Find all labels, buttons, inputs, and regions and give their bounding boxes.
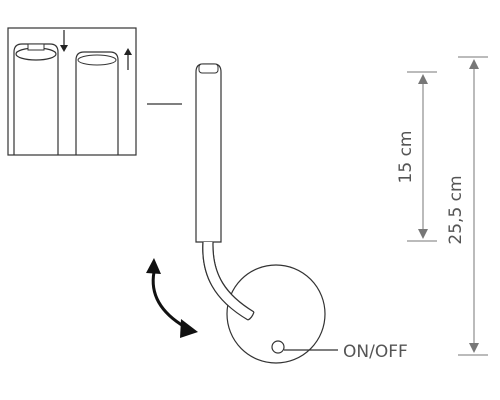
lamp (195, 63, 338, 364)
detail-inset (7, 27, 137, 156)
inset-up-arrow-icon (124, 48, 132, 70)
dimension-15cm (407, 71, 437, 242)
wall-plate (226, 264, 326, 364)
dimension-25-5cm-label: 25,5 cm (446, 175, 466, 244)
on-off-label: ON/OFF (343, 342, 408, 362)
inset-tube-right (75, 51, 119, 155)
dimension-15cm-label: 15 cm (396, 131, 416, 184)
inset-tube-left (13, 43, 59, 155)
rotation-arrow-icon (146, 258, 198, 338)
inset-frame (7, 27, 137, 156)
inset-down-arrow-icon (60, 30, 68, 52)
lamp-head (195, 63, 222, 243)
dimension-25-5cm (458, 56, 488, 356)
on-off-switch (271, 340, 285, 354)
